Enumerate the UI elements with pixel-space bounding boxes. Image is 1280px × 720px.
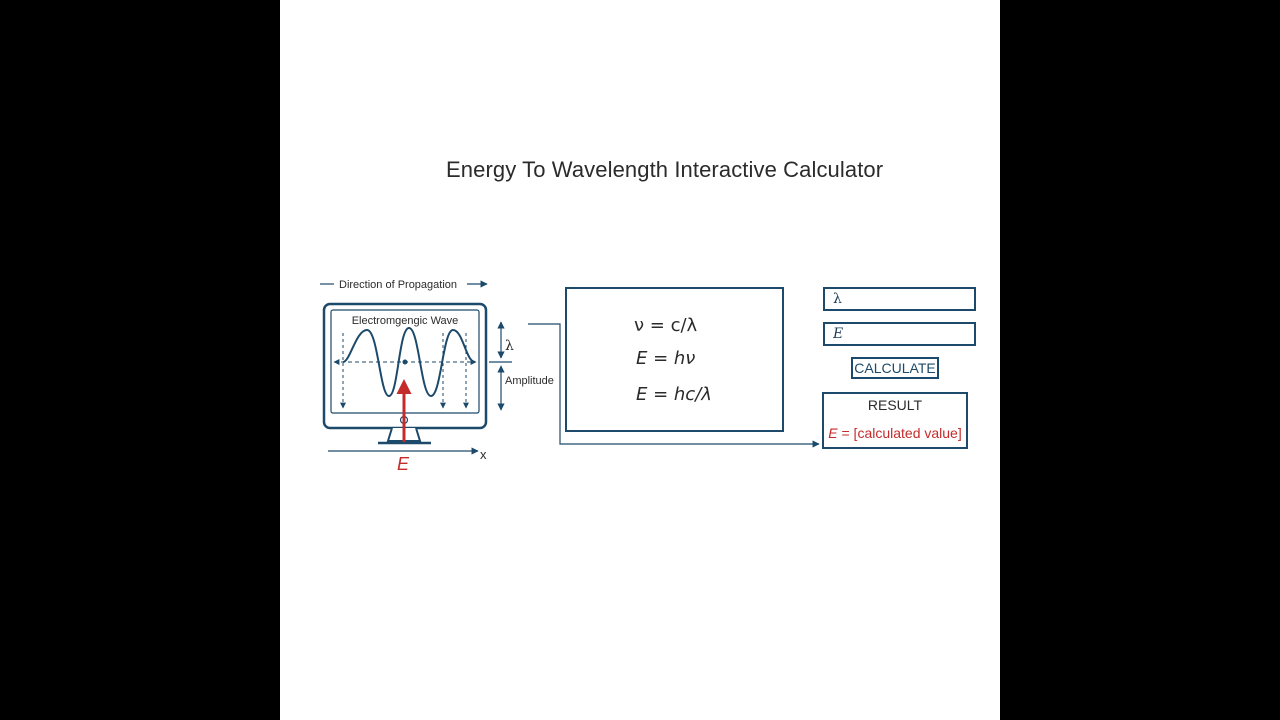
formula-box [565,287,784,432]
formula-energy-frequency: E = hν [636,348,695,369]
result-title: RESULT [867,397,923,413]
page-title: Energy To Wavelength Interactive Calcula… [446,157,884,182]
formula-frequency: ν = c/λ [634,315,698,336]
connector-arrow [528,323,820,448]
formula-energy-wavelength: E = hc/λ [636,384,712,405]
result-value: E = [calculated value] [824,425,966,441]
energy-input[interactable] [823,322,976,346]
wave-center-dot [402,359,408,365]
lambda-label: λ [505,338,514,354]
result-variable: E [828,425,838,441]
x-axis-label: x [480,447,487,462]
energy-label: E [397,454,410,474]
diagram: Direction of Propagation Electromgengic … [320,279,820,474]
electromagnetic-wave [342,326,476,398]
wave-label: Electromgengic Wave [352,315,459,327]
result-text: = [calculated value] [837,425,962,441]
result-panel: RESULT E = [calculated value] [822,392,968,449]
propagation-label: Direction of Propagation [339,279,457,291]
calculate-button[interactable]: CALCULATE [851,357,939,379]
propagation-indicator: Direction of Propagation [320,279,488,291]
wavelength-input[interactable] [823,287,976,311]
amplitude-label: Amplitude [505,375,554,387]
